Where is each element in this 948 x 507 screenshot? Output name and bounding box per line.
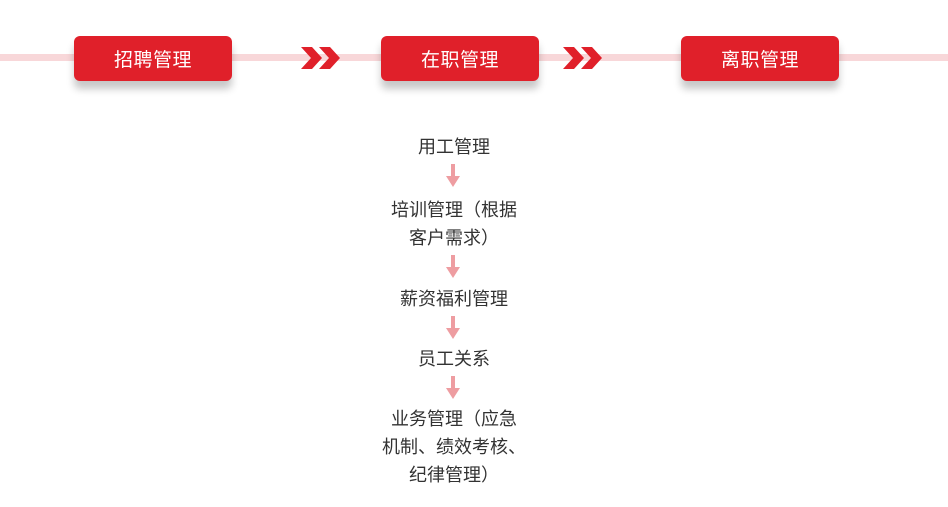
step-training-management: 培训管理（根据 客户需求）	[354, 197, 554, 253]
step-business-management: 业务管理（应急 机制、绩效考核、 纪律管理）	[354, 406, 554, 490]
stage-recruitment: 招聘管理	[74, 36, 232, 81]
step-label: 业务管理（应急 机制、绩效考核、 纪律管理）	[382, 409, 526, 486]
step-label: 员工关系	[418, 349, 490, 370]
step-label: 培训管理（根据 客户需求）	[391, 200, 517, 249]
step-compensation-management: 薪资福利管理	[354, 286, 554, 314]
double-chevron-right-icon	[301, 47, 340, 69]
step-label: 薪资福利管理	[400, 289, 508, 310]
double-chevron-right-icon	[563, 47, 602, 69]
step-label: 用工管理	[418, 137, 490, 158]
down-arrow-icon	[446, 316, 460, 339]
step-labor-management: 用工管理	[354, 134, 554, 162]
stage-employment: 在职管理	[381, 36, 539, 81]
down-arrow-icon	[446, 255, 460, 278]
stage-separation: 离职管理	[681, 36, 839, 81]
down-arrow-icon	[446, 376, 460, 399]
down-arrow-icon	[446, 164, 460, 187]
step-employee-relations: 员工关系	[354, 346, 554, 374]
